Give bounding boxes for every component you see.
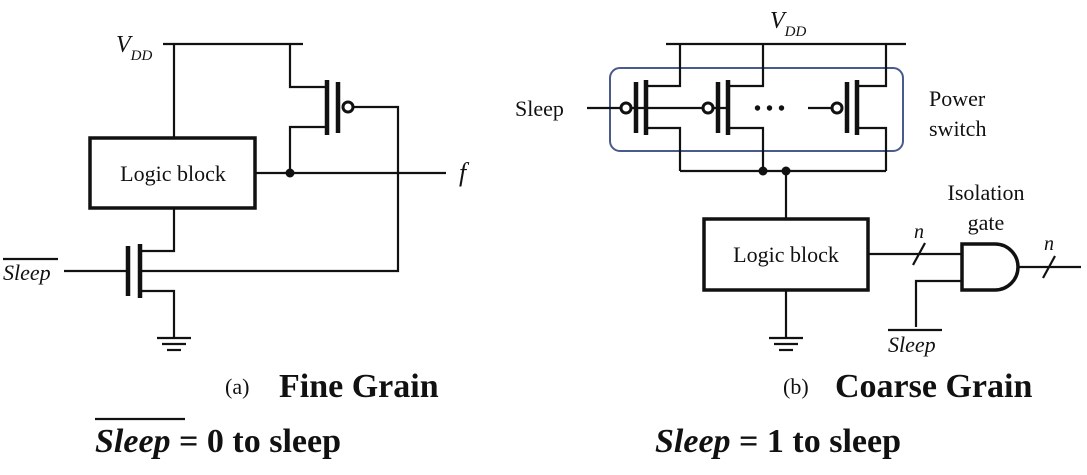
ground-icon-a (157, 336, 191, 352)
nmos-source-wire-a (140, 289, 176, 338)
ellipsis-icon: • • • (754, 98, 785, 120)
sleep-bar-label-a: Sleep (3, 260, 51, 285)
junction-dot-a (285, 168, 295, 178)
output-label-f: f (459, 158, 470, 187)
logic-block-label-b: Logic block (733, 242, 839, 267)
pmos-source-wire-a (288, 44, 327, 89)
vdd-label-a: VDD (116, 32, 153, 64)
bus-width-in: n (914, 221, 924, 243)
nmos-drain-wire-a (140, 208, 176, 253)
isolation-gate-label-2: gate (968, 210, 1005, 235)
isolation-gate-label-1: Isolation (948, 180, 1025, 205)
power-switch-outline (609, 67, 904, 152)
coarse-grain-diagram: VDD • • • (515, 8, 1081, 460)
pmos-drain-wire-a (288, 125, 327, 173)
sleep-label-b: Sleep (515, 96, 564, 121)
logic-block-label-a: Logic block (120, 161, 226, 186)
bus-width-out: n (1044, 233, 1054, 255)
fine-grain-diagram: VDD Logic block f Sleep (a) (3, 32, 470, 460)
ground-icon-b (769, 336, 803, 352)
caption-letter-b: (b) (783, 374, 809, 399)
pmos-gate-feedback-wire-a (140, 105, 400, 273)
power-switch-label-1: Power (929, 86, 986, 111)
caption-title-b: Coarse Grain (835, 368, 1032, 405)
isolation-sleep-wire (914, 279, 962, 327)
isolation-sleep-bar-label: Sleep (888, 332, 936, 357)
pmos-switch-3 (830, 44, 888, 171)
pmos-bubble-a (341, 100, 355, 114)
bus-slash-out (1042, 255, 1056, 279)
footer-a: Sleep = 0 to sleep (95, 423, 341, 460)
bus-slash-in (912, 242, 926, 266)
caption-title-a: Fine Grain (279, 368, 439, 405)
footer-b: Sleep = 1 to sleep (655, 423, 901, 460)
caption-letter-a: (a) (225, 374, 249, 399)
power-switch-label-2: switch (929, 116, 986, 141)
isolation-and-gate (960, 242, 1020, 292)
junction-dot-b1 (758, 166, 768, 176)
vdd-label-b: VDD (770, 8, 807, 40)
